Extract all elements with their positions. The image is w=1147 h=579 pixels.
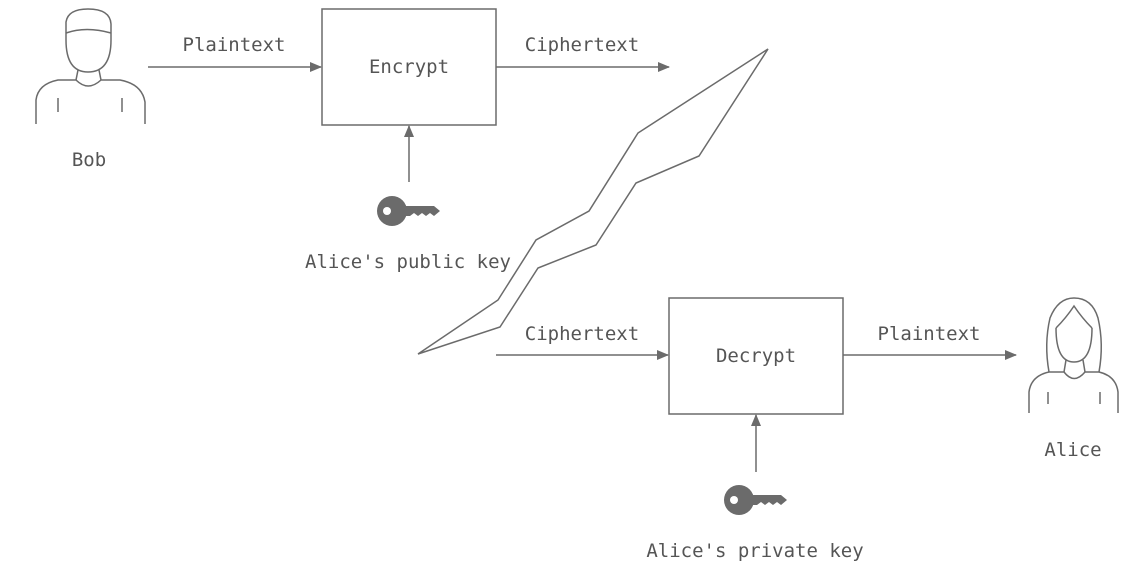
transmission-channel-lightning xyxy=(417,48,769,355)
receiver-name: Alice xyxy=(1044,439,1101,461)
public-key-icon xyxy=(377,196,440,226)
decrypt-output-label: Plaintext xyxy=(878,323,981,345)
decrypt-input-label: Ciphertext xyxy=(525,323,639,345)
sender-name: Bob xyxy=(72,149,106,171)
decrypt-box-label: Decrypt xyxy=(716,345,796,367)
encrypt-input-label: Plaintext xyxy=(183,34,286,56)
encrypt-box-label: Encrypt xyxy=(369,56,449,78)
encrypt-output-label: Ciphertext xyxy=(525,34,639,56)
public-key-label: Alice's public key xyxy=(305,251,511,273)
bob-person-icon xyxy=(35,8,146,124)
private-key-label: Alice's private key xyxy=(646,540,863,562)
private-key-icon xyxy=(724,485,787,515)
alice-person-icon xyxy=(1028,297,1119,413)
